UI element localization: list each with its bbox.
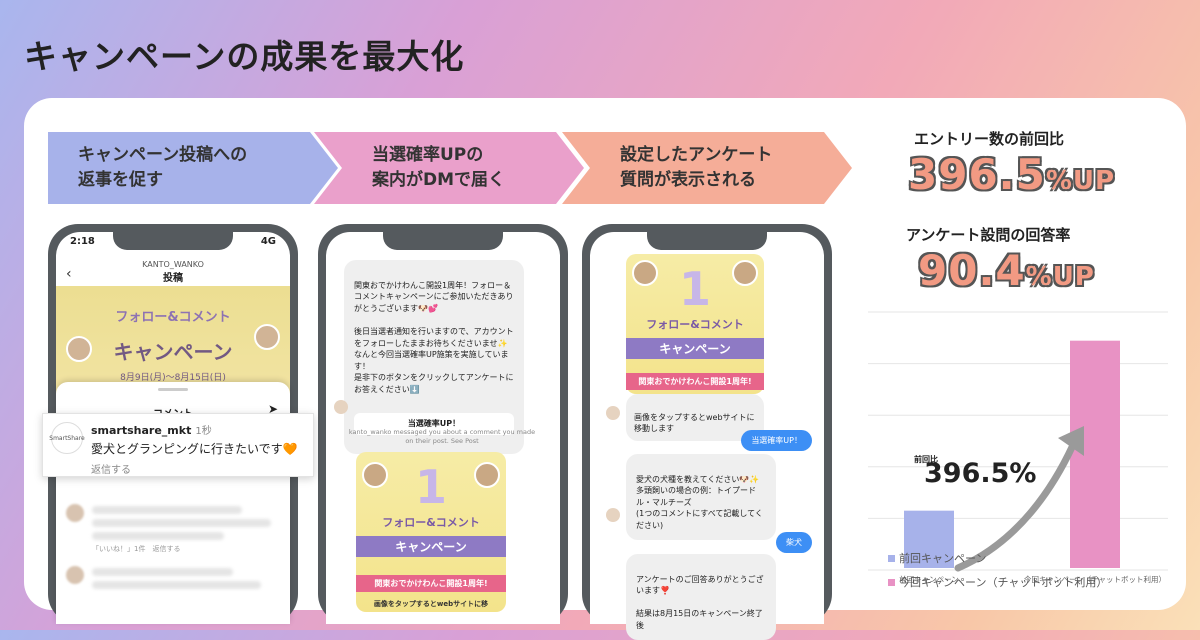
survey-stat-label: アンケート設問の回答率	[906, 226, 1071, 244]
card-campaign: キャンペーン	[626, 338, 764, 359]
comment-username[interactable]: smartshare_mkt	[91, 424, 192, 437]
banner-dates: 8月9日(月)〜8月15日(日)	[120, 373, 226, 383]
list-item	[56, 504, 290, 540]
post-header: KANTO_WANKO 投稿	[56, 260, 290, 284]
mention-note: kanto_wanko messaged you about a comment…	[348, 428, 536, 446]
chart-category-labels: 前回キャンペーン 今回キャンペーン（チャットボット利用）	[899, 574, 1166, 584]
entry-stat-number: 396.5	[908, 150, 1046, 199]
send-icon[interactable]: ➤	[267, 402, 278, 416]
chart-annotation: 前回比 396.5%	[914, 454, 1036, 489]
entry-stat-suffix: %UP	[1045, 166, 1116, 196]
step-3-label: 設定したアンケート 質問が表示される	[620, 145, 773, 190]
survey-stat-value: 90.4%UP	[918, 246, 1095, 295]
survey-question-text: 愛犬の犬種を教えてください🐶✨ 多頭飼いの場合の例：トイプードル・マルチーズ (…	[636, 474, 763, 530]
avatar	[606, 406, 620, 420]
phone-notch	[647, 232, 767, 250]
survey-thanks: アンケートのご回答ありがとうございます❣️ 結果は8月15日のキャンペーン終了後	[626, 554, 776, 640]
card-follow: フォロー&コメント	[382, 516, 480, 529]
category-label: 前回キャンペーン	[899, 574, 959, 584]
growth-arrow	[954, 426, 1084, 572]
image-caption-bubble: 画像をタップするとwebサイトに移動します	[626, 394, 764, 441]
banner-title: キャンペーン	[113, 340, 233, 364]
comment-time: 1秒	[195, 426, 212, 437]
avatar: SmartShare	[49, 422, 85, 454]
dog-photo	[474, 462, 500, 488]
post-label: 投稿	[163, 273, 183, 284]
dog-photo	[362, 462, 388, 488]
step-1-label: キャンペーン投稿への 返事を促す	[78, 145, 248, 190]
legend-swatch	[888, 579, 895, 586]
status-time: 2:18	[70, 236, 95, 247]
legend-item: 前回キャンペーン	[888, 550, 986, 566]
entry-stat-label: エントリー数の前回比	[914, 130, 1065, 148]
post-image[interactable]: フォロー&コメント キャンペーン 8月9日(月)〜8月15日(日)	[56, 286, 290, 396]
dog-photo	[66, 336, 92, 362]
phone-notch	[113, 232, 233, 250]
probability-up-button[interactable]: 当選確率UP！	[354, 413, 514, 435]
image-caption: 画像をタップするとwebサイトに移動します	[634, 412, 755, 434]
phone-survey: 1 フォロー&コメント キャンペーン 関東おでかけわんこ開設1周年! 画像をタッ…	[582, 224, 832, 640]
user-answer-bubble: 柴犬	[776, 532, 812, 553]
content-card: キャンペーン投稿への 返事を促す 当選確率UPの 案内がDMで届く 設定したアン…	[24, 98, 1186, 640]
card-campaign: キャンペーン	[356, 536, 506, 557]
user-reply-bubble: 当選確率UP！	[741, 430, 812, 451]
bar	[904, 510, 954, 568]
legend-label: 前回キャンペーン	[899, 552, 987, 565]
user-reply: 当選確率UP！	[741, 428, 812, 451]
account-name: KANTO_WANKO	[142, 260, 204, 269]
bar	[1070, 340, 1120, 568]
dog-photo	[732, 260, 758, 286]
campaign-image[interactable]: 1 フォロー&コメント キャンペーン 関東おでかけわんこ開設1周年! 画像をタッ…	[356, 452, 506, 612]
legend-item: 今回キャンペーン（チャットボット利用）	[888, 574, 1107, 590]
page-title: キャンペーンの成果を最大化	[24, 37, 465, 76]
card-caption: 画像をタップするとwebサイトに移	[373, 600, 489, 608]
comment-text: 愛犬とグランピングに行きたいです🧡	[91, 442, 298, 456]
survey-question: 愛犬の犬種を教えてください🐶✨ 多頭飼いの場合の例：トイプードル・マルチーズ (…	[626, 454, 776, 540]
legend-label: 今回キャンペーン（チャットボット利用）	[899, 576, 1108, 589]
comparison-chart: 前回キャンペーン今回キャンペーン（チャットボット利用） 前回比 396.5%	[868, 311, 1168, 584]
dog-photo	[254, 324, 280, 350]
card-ribbon: 関東おでかけわんこ開設1周年!	[626, 373, 764, 390]
status-bar: 2:18 4G	[70, 236, 276, 247]
reply-link[interactable]: 返信する	[91, 465, 131, 476]
entry-stat-value: 396.5%UP	[908, 150, 1115, 199]
step-3: 設定したアンケート 質問が表示される	[562, 132, 852, 204]
card-ribbon: 関東おでかけわんこ開設1周年!	[356, 575, 506, 592]
sheet-handle[interactable]	[158, 388, 188, 391]
avatar	[606, 508, 620, 522]
dm-message-text: 関東おでかけわんこ開設1周年！フォロー＆コメントキャンペーンにご参加いただきあり…	[354, 280, 514, 394]
card-follow: フォロー&コメント	[646, 318, 744, 331]
user-answer: 柴犬	[776, 530, 812, 553]
avatar	[334, 400, 348, 414]
phone-dm-message: 関東おでかけわんこ開設1周年！フォロー＆コメントキャンペーンにご参加いただきあり…	[318, 224, 568, 624]
campaign-image[interactable]: 1 フォロー&コメント キャンペーン 関東おでかけわんこ開設1周年!	[626, 254, 764, 394]
avatar	[66, 566, 84, 584]
back-icon[interactable]: ‹	[66, 266, 72, 282]
avatar	[66, 504, 84, 522]
survey-stat-number: 90.4	[918, 246, 1026, 295]
survey-stat-suffix: %UP	[1025, 262, 1095, 292]
dog-photo	[632, 260, 658, 286]
step-2: 当選確率UPの 案内がDMで届く	[314, 132, 584, 204]
step-1: キャンペーン投稿への 返事を促す	[48, 132, 338, 204]
chart-bars	[904, 340, 1120, 568]
list-item	[56, 566, 290, 589]
category-label: 今回キャンペーン（チャットボット利用）	[1024, 574, 1166, 584]
like-reply-meta[interactable]: 「いいね！」1件 返信する	[92, 545, 181, 553]
banner-follow: フォロー&コメント	[115, 310, 231, 325]
survey-thanks-text: アンケートのご回答ありがとうございます❣️ 結果は8月15日のキャンペーン終了後	[636, 574, 764, 630]
annotation-prefix: 前回比	[914, 454, 938, 464]
phone-notch	[383, 232, 503, 250]
step-2-label: 当選確率UPの 案内がDMで届く	[372, 145, 506, 190]
status-network: 4G	[260, 236, 276, 247]
legend-swatch	[888, 555, 895, 562]
dm-message: 関東おでかけわんこ開設1周年！フォロー＆コメントキャンペーンにご参加いただきあり…	[344, 260, 524, 455]
dm-message-bubble: 関東おでかけわんこ開設1周年！フォロー＆コメントキャンペーンにご参加いただきあり…	[344, 260, 524, 455]
annotation-value: 396.5%	[924, 458, 1036, 489]
